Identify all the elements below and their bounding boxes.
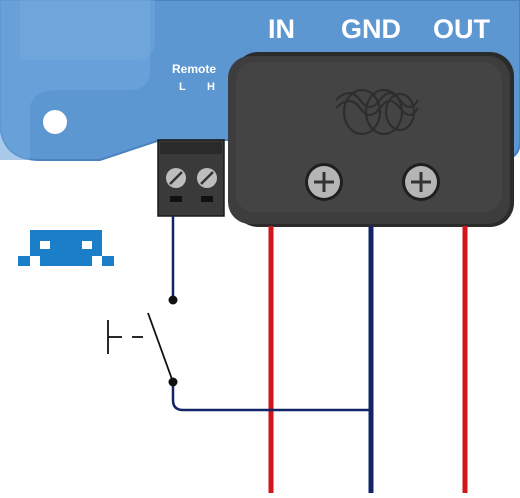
remote-icon-caption: REMOTE	[24, 280, 107, 301]
mounting-hole	[43, 110, 67, 134]
screw-icon	[305, 163, 343, 201]
terminal-label-gnd: GND	[341, 14, 401, 44]
switch-contact-top	[168, 295, 178, 305]
remote-port-title: Remote	[172, 62, 217, 76]
terminal-cover	[228, 52, 514, 227]
remote-switch-circuit	[171, 216, 371, 412]
switch-icon	[107, 312, 174, 383]
remote-terminal-block	[157, 139, 225, 217]
screw-icon	[402, 163, 440, 201]
terminal-label-in: IN	[268, 14, 295, 44]
victron-logo-icon	[335, 88, 419, 136]
remote-icon-h-label: H	[80, 192, 95, 214]
remote-port-h-label: H	[207, 81, 215, 93]
remote-icon-l-label: L	[30, 192, 42, 214]
connector-icon	[18, 225, 114, 267]
terminal-label-out: OUT	[433, 14, 490, 44]
remote-port-l-label: L	[179, 81, 186, 93]
